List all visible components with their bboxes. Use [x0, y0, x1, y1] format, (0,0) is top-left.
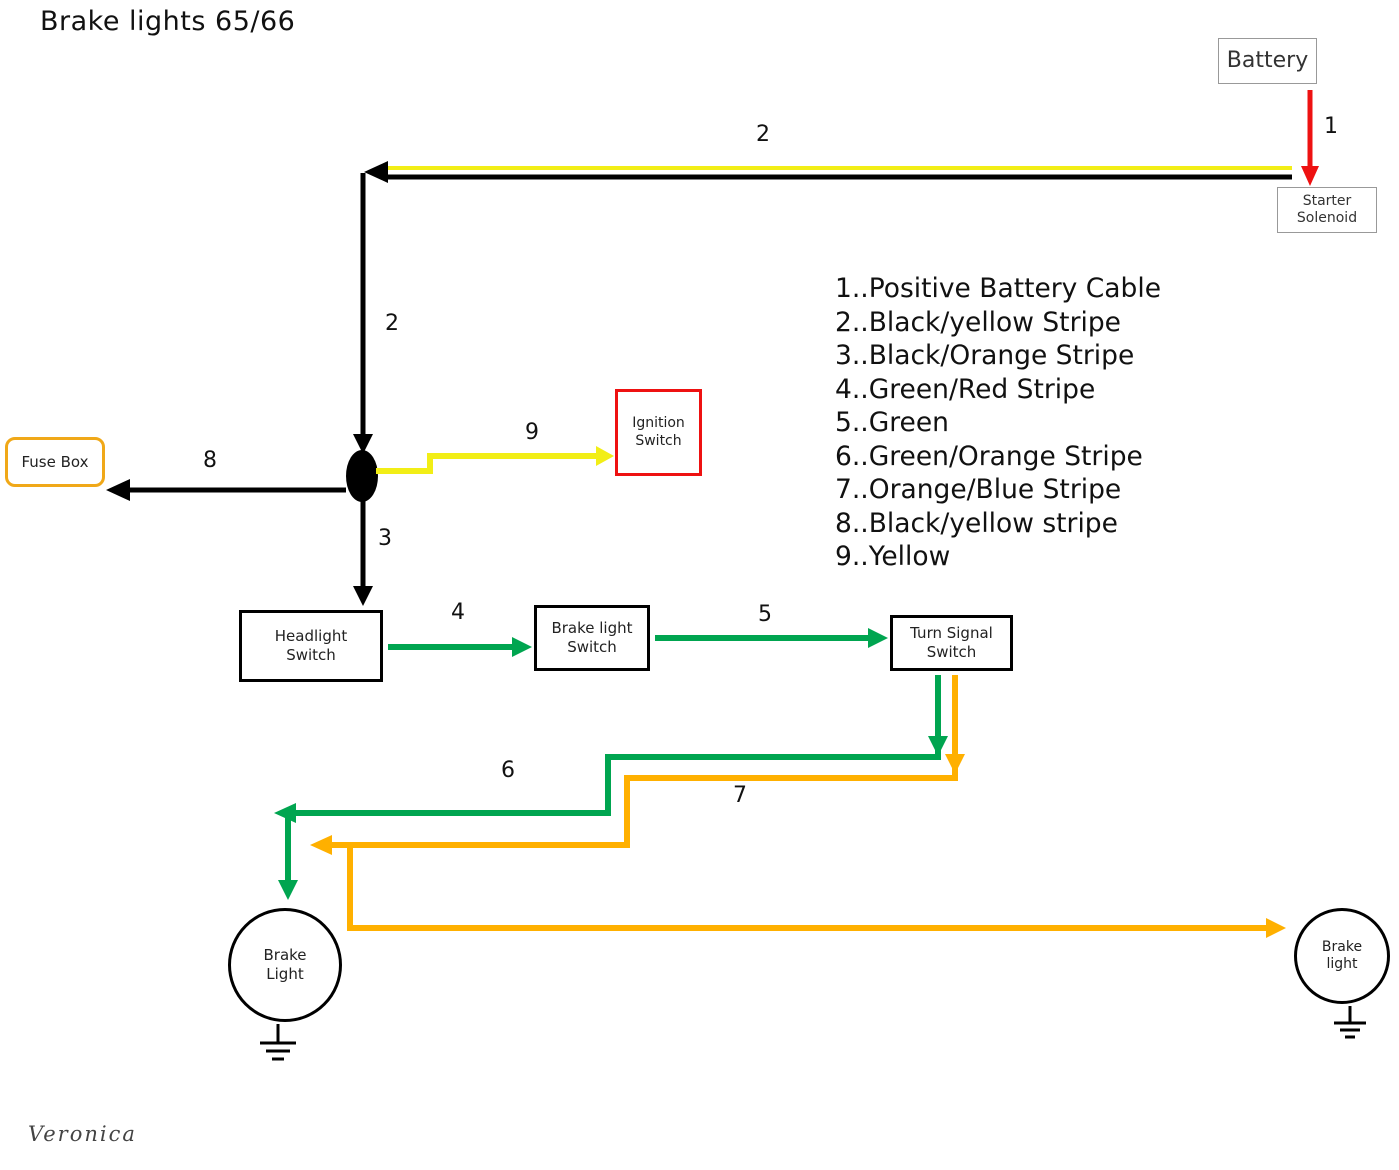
brake-light-switch-label: Brake light Switch — [551, 619, 633, 656]
ground-symbol-right — [1334, 1006, 1366, 1039]
legend-item-2: 2..Black/yellow Stripe — [835, 306, 1121, 338]
wire-6-green-orange — [274, 675, 948, 900]
signature: Veronica — [28, 1122, 137, 1146]
wire-1-positive-battery-cable — [1301, 90, 1319, 186]
fuse-box-label: Fuse Box — [21, 452, 89, 471]
ground-symbol-left — [260, 1024, 296, 1061]
brake-light-left-circle: Brake Light — [228, 908, 342, 1022]
wire-label-5: 5 — [758, 602, 772, 627]
ignition-switch-label: Ignition Switch — [632, 415, 685, 449]
legend-item-6: 6..Green/Orange Stripe — [835, 440, 1143, 472]
headlight-switch-label: Headlight Switch — [274, 627, 348, 664]
starter-solenoid-label: Starter Solenoid — [1296, 192, 1358, 227]
wire-4-green-red — [388, 637, 532, 657]
legend-item-4: 4..Green/Red Stripe — [835, 373, 1096, 405]
page-title: Brake lights 65/66 — [40, 6, 296, 37]
wire-label-1: 1 — [1324, 114, 1338, 139]
wire-7-orange-blue — [310, 675, 1286, 938]
fuse-box: Fuse Box — [5, 437, 105, 487]
wire-label-8: 8 — [203, 448, 217, 473]
wire-label-2-vertical: 2 — [385, 311, 399, 336]
battery-label: Battery — [1226, 48, 1309, 74]
wire-label-4: 4 — [451, 600, 465, 625]
battery-box: Battery — [1218, 38, 1317, 84]
brake-light-left-label: Brake Light — [263, 946, 307, 983]
legend-item-3: 3..Black/Orange Stripe — [835, 340, 1135, 371]
ignition-switch-box: Ignition Switch — [615, 389, 702, 476]
legend-item-1: 1..Positive Battery Cable — [835, 273, 1162, 304]
starter-solenoid-box: Starter Solenoid — [1277, 187, 1377, 233]
wire-9-yellow — [376, 446, 614, 474]
wire-label-7: 7 — [733, 783, 747, 808]
turn-signal-switch-box: Turn Signal Switch — [890, 615, 1013, 671]
turn-signal-switch-label: Turn Signal Switch — [910, 624, 993, 661]
junction-node — [346, 450, 378, 502]
legend-item-8: 8..Black/yellow stripe — [835, 507, 1118, 539]
brake-light-right-circle: Brake light — [1294, 908, 1390, 1004]
wire-color-legend: 1..Positive Battery Cable 2..Black/yello… — [835, 272, 1161, 574]
wire-3-black-orange — [353, 500, 373, 606]
wire-label-9: 9 — [525, 420, 539, 445]
legend-item-7: 7..Orange/Blue Stripe — [835, 474, 1122, 505]
wire-label-6: 6 — [501, 758, 515, 783]
headlight-switch-box: Headlight Switch — [239, 610, 383, 682]
brake-light-switch-box: Brake light Switch — [534, 605, 650, 671]
wire-5-green — [655, 628, 888, 648]
wire-8-black-yellow — [106, 479, 346, 501]
legend-item-9: 9..Yellow — [835, 541, 951, 572]
wire-label-2-top: 2 — [756, 122, 770, 147]
brake-light-right-label: Brake light — [1321, 938, 1363, 973]
wire-label-3: 3 — [378, 526, 392, 551]
legend-item-5: 5..Green — [835, 407, 949, 438]
